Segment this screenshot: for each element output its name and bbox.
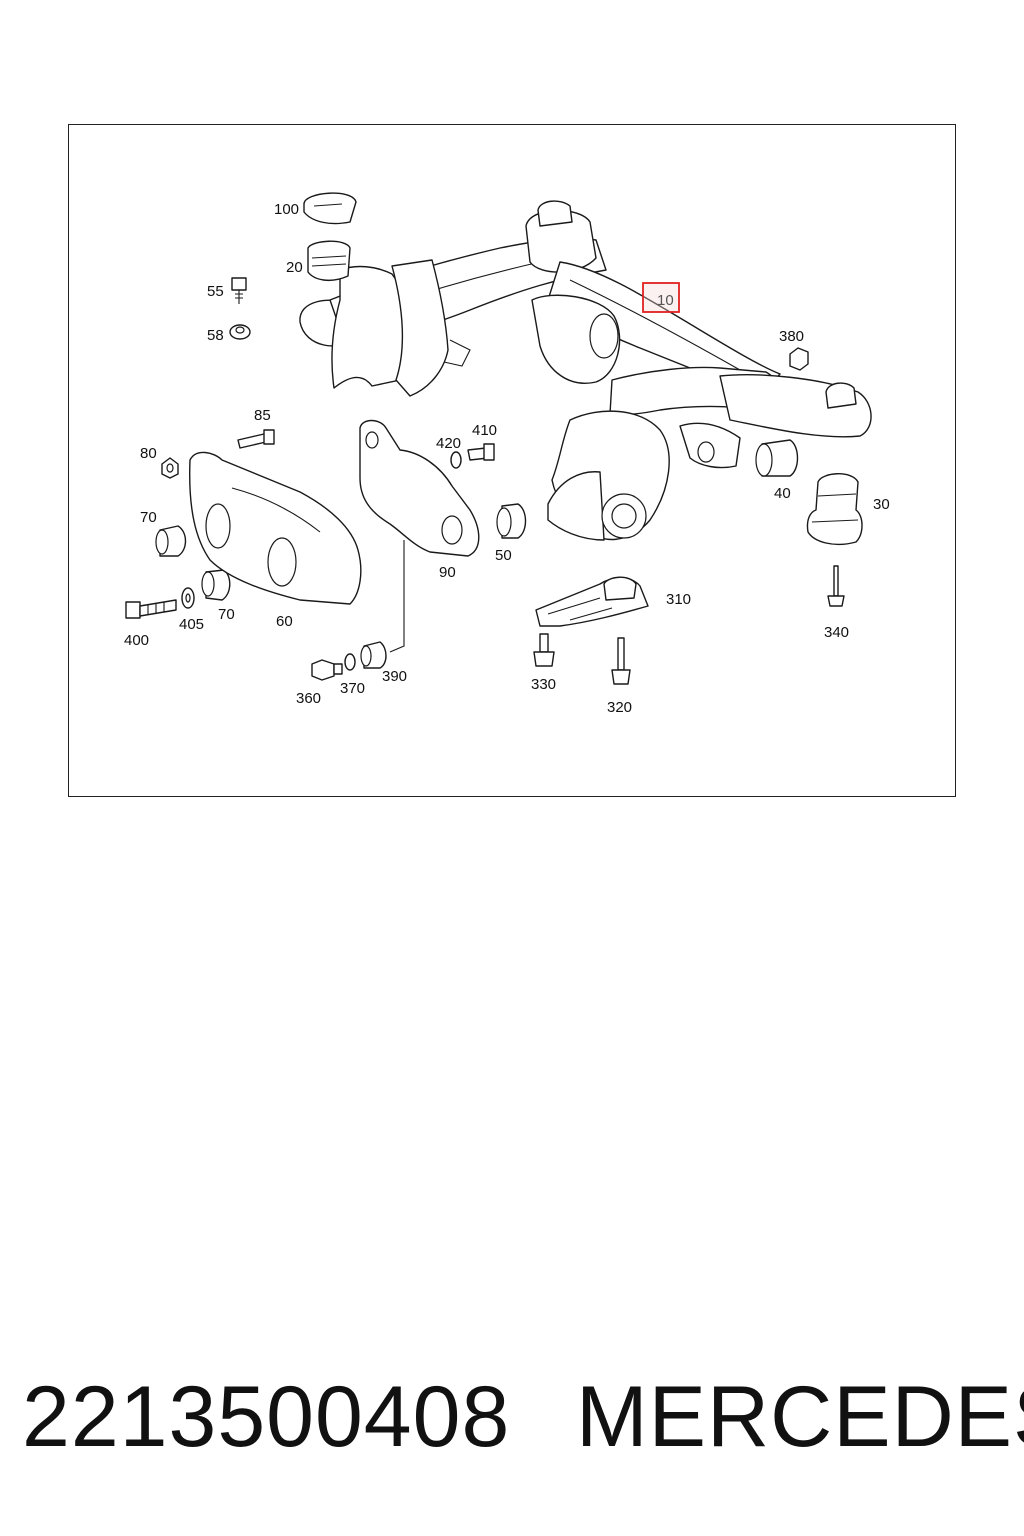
footer: 2213500408 MERCEDES bbox=[0, 1368, 1024, 1478]
bolt-400[interactable] bbox=[125, 599, 177, 619]
rear-axle-carrier[interactable] bbox=[299, 200, 872, 541]
label-20[interactable]: 20 bbox=[286, 259, 303, 276]
screw-320[interactable] bbox=[611, 637, 631, 685]
washer-420[interactable] bbox=[450, 451, 462, 469]
label-370[interactable]: 370 bbox=[340, 680, 365, 697]
bracket-60[interactable] bbox=[188, 451, 362, 605]
label-405[interactable]: 405 bbox=[179, 616, 204, 633]
exploded-parts-diagram: 10 100 20 55 58 85 80 70 70 400 405 60 4… bbox=[124, 192, 890, 716]
label-80[interactable]: 80 bbox=[140, 445, 157, 462]
label-380[interactable]: 380 bbox=[779, 328, 804, 345]
bracket-90[interactable] bbox=[359, 419, 480, 653]
nut-380[interactable] bbox=[789, 347, 809, 371]
label-400[interactable]: 400 bbox=[124, 632, 149, 649]
nut-58[interactable] bbox=[229, 324, 251, 340]
label-320[interactable]: 320 bbox=[607, 699, 632, 716]
label-310[interactable]: 310 bbox=[666, 591, 691, 608]
label-70-lower[interactable]: 70 bbox=[218, 606, 235, 623]
bolt-85[interactable] bbox=[237, 429, 275, 449]
label-30[interactable]: 30 bbox=[873, 496, 890, 513]
label-410[interactable]: 410 bbox=[472, 422, 497, 439]
label-330[interactable]: 330 bbox=[531, 676, 556, 693]
rubber-mount-20[interactable] bbox=[307, 240, 351, 282]
rubber-mount-100[interactable] bbox=[303, 192, 357, 225]
label-10[interactable]: 10 bbox=[657, 292, 674, 309]
label-85[interactable]: 85 bbox=[254, 407, 271, 424]
label-100[interactable]: 100 bbox=[274, 201, 299, 218]
bolt-360[interactable] bbox=[311, 659, 343, 681]
rubber-mount-30[interactable] bbox=[806, 473, 863, 546]
bushing-50[interactable] bbox=[496, 503, 527, 539]
label-40[interactable]: 40 bbox=[774, 485, 791, 502]
label-70-upper[interactable]: 70 bbox=[140, 509, 157, 526]
label-360[interactable]: 360 bbox=[296, 690, 321, 707]
label-60[interactable]: 60 bbox=[276, 613, 293, 630]
label-420[interactable]: 420 bbox=[436, 435, 461, 452]
label-50[interactable]: 50 bbox=[495, 547, 512, 564]
bushing-70-upper[interactable] bbox=[155, 525, 187, 557]
label-340[interactable]: 340 bbox=[824, 624, 849, 641]
label-55[interactable]: 55 bbox=[207, 283, 224, 300]
bushing-40[interactable] bbox=[755, 439, 799, 477]
washer-405[interactable] bbox=[181, 587, 195, 609]
washer-370[interactable] bbox=[344, 653, 356, 671]
brand-name: MERCEDES bbox=[576, 1369, 1024, 1465]
label-390[interactable]: 390 bbox=[382, 668, 407, 685]
nut-80[interactable] bbox=[161, 457, 179, 479]
part-number: 2213500408 bbox=[22, 1369, 511, 1465]
cover-plate-310[interactable] bbox=[535, 576, 649, 627]
bushing-70-lower[interactable] bbox=[201, 569, 231, 601]
label-58[interactable]: 58 bbox=[207, 327, 224, 344]
highlight-box bbox=[642, 282, 680, 313]
bolt-410[interactable] bbox=[467, 443, 495, 461]
bolt-330[interactable] bbox=[533, 633, 555, 667]
bushing-390[interactable] bbox=[360, 641, 387, 669]
screw-340[interactable] bbox=[827, 565, 845, 607]
bolt-55[interactable] bbox=[231, 277, 247, 304]
label-90[interactable]: 90 bbox=[439, 564, 456, 581]
